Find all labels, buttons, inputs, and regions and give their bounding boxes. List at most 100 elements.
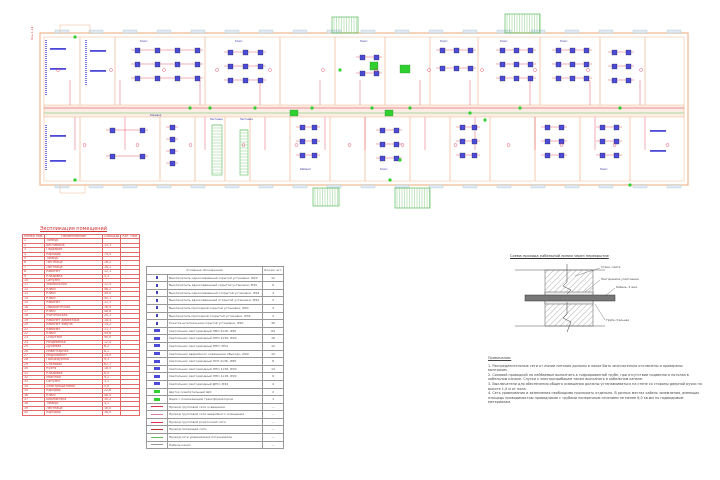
outlet-device [208,106,212,110]
room-number-mark [480,68,484,72]
outlet-device [253,106,257,110]
room-label: Класс [440,39,448,43]
room-label: Класс [560,39,568,43]
light-fixture [169,160,176,167]
room-number-mark [374,68,378,72]
col-area: Площадь [101,233,122,240]
legend-description: Выключатель проходной скрытой установки,… [166,303,264,313]
light-fixture [227,77,234,84]
light-fixture [257,49,264,56]
legend-row: Выключатель одноклавишный скрытой устано… [146,273,284,283]
light-fixture [583,61,590,68]
light-fixture [393,141,400,148]
light-fixture [299,138,306,145]
legend-description: Выключатель двухклавишный открытой устан… [166,296,264,305]
outlet-device [518,106,522,110]
legend-row: Выключатель проходной открытой установки… [146,311,284,321]
light-fixture [169,124,176,131]
window [394,184,410,189]
legend-count: — [262,433,284,442]
linear-fixture [50,135,66,137]
notes: Примечания: 1. Распределительные сети от… [488,356,703,405]
panel-box [369,61,379,71]
light-fixture [194,61,201,68]
legend-description: Выключатель двухклавишный скрытой устано… [166,281,264,290]
legend-count: 4 [262,288,284,298]
legend-row: Провод групповой розеточной сети— [146,417,284,427]
light-fixture [583,47,590,54]
light-fixture [558,152,565,159]
legend-symbol-icon [156,291,158,295]
room-number-mark [56,68,60,72]
light-fixture [613,124,620,131]
light-fixture [569,61,576,68]
light-fixture [611,63,618,70]
light-fixture [599,124,606,131]
window [428,29,444,34]
light-fixture [625,63,632,70]
legend-symbol-icon [154,382,160,386]
legend-count: 6 [262,372,284,381]
light-fixture [154,47,161,54]
legend-description: Провод питающей сети [166,425,264,435]
panel-box [384,109,394,117]
light-fixture [453,47,460,54]
room-number-mark [427,68,431,72]
legend-description: Выключатель одноклавишный открытой устан… [166,288,264,298]
legend-symbol-icon [151,436,163,438]
legend-symbol-icon [156,298,158,302]
window [88,29,104,34]
light-fixture [499,75,506,82]
outlet-device [338,68,342,72]
legend-symbol-icon [154,344,160,348]
window [666,29,682,34]
panel-box [399,64,411,74]
light-fixture [311,124,318,131]
window [632,29,648,34]
room-label: Класс [380,167,388,171]
window [462,184,478,189]
light-fixture [527,61,534,68]
section-label-wall: Стена, плита [601,265,621,269]
light-fixture [599,152,606,159]
legend-row: Выключатель двухклавишный открытой устан… [146,296,284,305]
legend-symbol-icon [151,413,163,415]
window [292,29,308,34]
outlet-device [73,178,77,182]
room-number-mark [347,143,352,147]
legend-header: Условные обозначения [145,266,264,275]
panel-box [289,109,299,117]
window [496,29,512,34]
room-number-mark [294,143,299,147]
legend-description: Светильник светодиодный ЛВО 4x18, IP20 [166,326,264,336]
room-label: Кабинет [300,167,312,171]
legend-description: Светильник светодиодный ЛПО 1x18, IP20 [166,372,264,381]
legend-description: Выключатель одноклавишный скрытой устано… [166,273,264,283]
window [496,184,512,189]
legend-table: Условные обозначения Кол-во, шт. Выключа… [145,266,284,450]
light-fixture [393,127,400,134]
section-label-cable: Кабель, 3 жил. [616,285,639,289]
room-number-mark [241,143,246,147]
light-fixture [439,47,446,54]
legend-symbol-icon [151,406,163,407]
legend-count: 4 [262,303,284,313]
window [360,184,376,189]
linear-fixture [90,50,106,52]
note-2: 2. Силовой проводкой на лейбаемые выполн… [488,372,689,382]
room-label: Коридор [150,113,162,117]
legend-count: 2 [262,296,284,305]
room-number-mark [639,68,643,72]
light-fixture [227,63,234,70]
light-fixture [299,124,306,131]
legend-description: Светильник аварийного освещения «Выход»,… [166,349,264,359]
window [122,29,138,34]
legend-count: 84 [262,326,284,336]
window [462,29,478,34]
